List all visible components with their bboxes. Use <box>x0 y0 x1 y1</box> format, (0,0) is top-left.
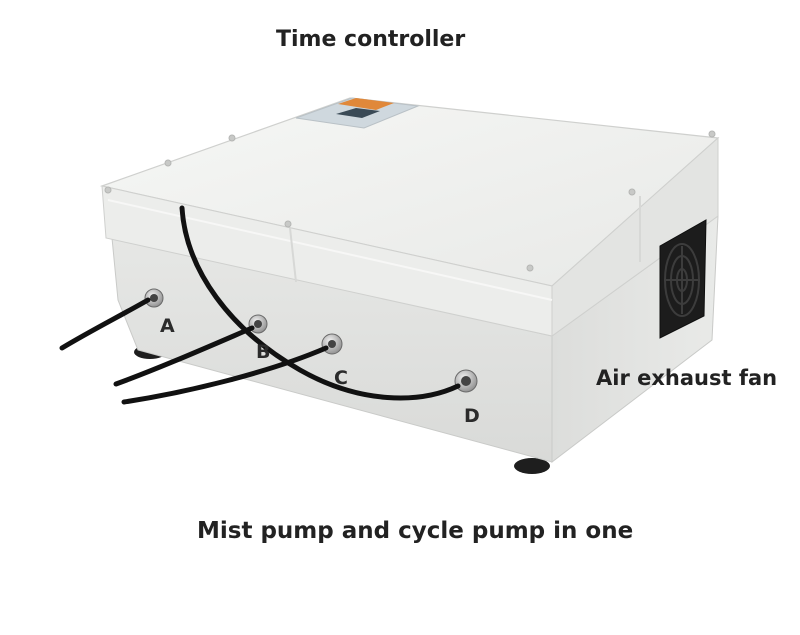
exhaust-fan-caption: Air exhaust fan <box>596 366 778 390</box>
time-controller-panel <box>295 97 420 129</box>
port-label-b: B <box>256 341 270 363</box>
exhaust-fan <box>659 219 707 339</box>
hoses <box>59 205 461 405</box>
port-label-d: D <box>464 405 480 427</box>
enclosure-lid-rim-side <box>551 136 719 337</box>
port-label-a: A <box>160 315 175 337</box>
port-connector-a <box>144 288 164 308</box>
lid-screws <box>104 130 716 272</box>
port-label-c: C <box>334 367 348 389</box>
pump-caption: Mist pump and cycle pump in one <box>197 518 634 544</box>
time-controller-caption: Time controller <box>276 27 466 52</box>
port-connector-d <box>454 369 478 393</box>
